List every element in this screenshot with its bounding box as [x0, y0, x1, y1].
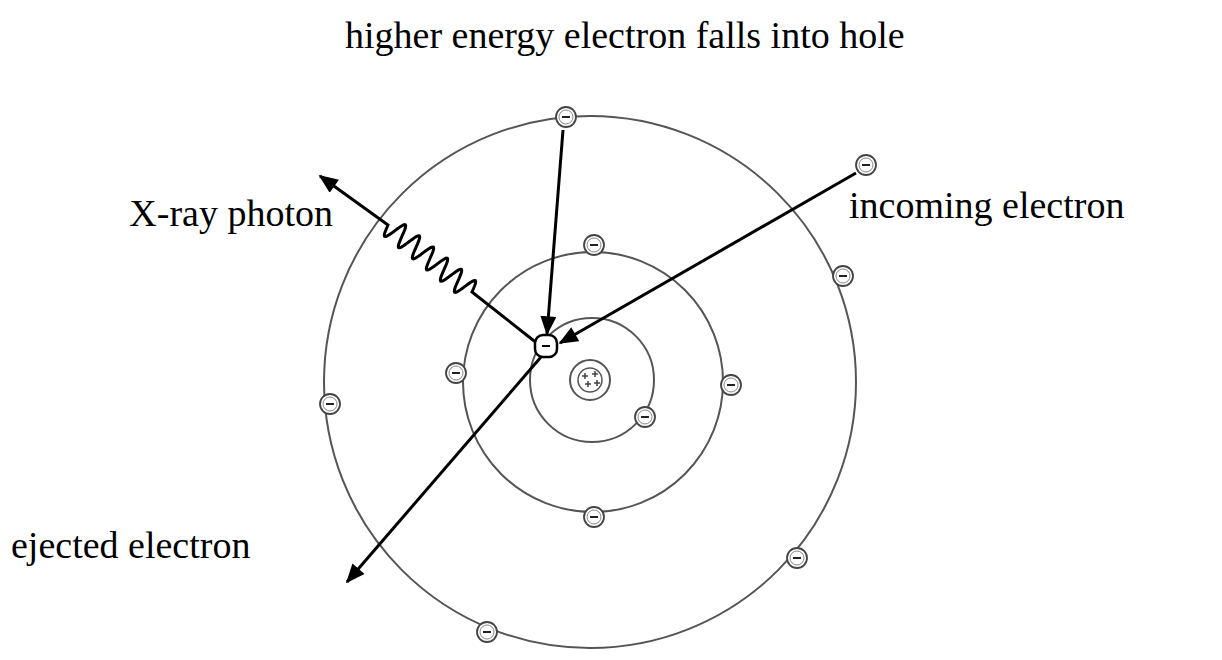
minus-sign — [562, 116, 570, 118]
electron-ring — [724, 378, 738, 392]
electron-ring — [587, 510, 601, 524]
electron-ring — [480, 625, 494, 639]
hole-outline — [535, 335, 557, 357]
electron-ring — [790, 551, 804, 565]
plus-sign — [585, 381, 591, 387]
nucleus — [570, 360, 610, 400]
annotation-label: ejected electron — [8, 524, 253, 568]
electron — [833, 266, 853, 286]
electron-circle — [584, 235, 604, 255]
electron-ring — [638, 410, 652, 424]
electron-ring — [836, 269, 850, 283]
minus-sign — [590, 244, 598, 246]
electron — [856, 155, 876, 175]
nucleus-core — [578, 368, 602, 392]
electron-circle — [856, 155, 876, 175]
electron — [584, 507, 604, 527]
plus-sign — [594, 380, 600, 386]
minus-sign — [793, 557, 801, 559]
electron — [787, 548, 807, 568]
electron — [446, 363, 466, 383]
electron — [320, 394, 340, 414]
electron — [477, 622, 497, 642]
minus-sign — [590, 516, 598, 518]
electrons — [320, 107, 876, 642]
minus-sign — [452, 372, 460, 374]
ejected-electron-arrow — [347, 357, 541, 582]
electron — [556, 107, 576, 127]
inner-shell — [530, 318, 654, 442]
process-arrows — [320, 130, 856, 582]
incoming-electron-arrow — [560, 173, 856, 343]
electron-circle — [721, 375, 741, 395]
electron-ring — [559, 110, 573, 124]
outer-shell — [324, 116, 856, 648]
electron-circle — [477, 622, 497, 642]
hole-electron — [535, 335, 557, 357]
electron-circle — [320, 394, 340, 414]
electron-shells — [324, 116, 856, 648]
electron-circle — [584, 507, 604, 527]
electron — [721, 375, 741, 395]
electron-ring — [449, 366, 463, 380]
minus-sign — [839, 275, 847, 277]
photon-wave — [320, 176, 538, 344]
electron — [635, 407, 655, 427]
minus-sign — [483, 631, 491, 633]
annotation-label: higher energy electron falls into hole — [342, 14, 908, 58]
electron-circle — [446, 363, 466, 383]
minus-sign — [542, 345, 550, 347]
falling-electron-arrow — [547, 130, 563, 334]
electron-ring — [587, 238, 601, 252]
nucleus-outline — [570, 360, 610, 400]
annotation-label: incoming electron — [846, 184, 1127, 228]
plus-sign — [592, 371, 598, 377]
annotation-label: X-ray photon — [126, 192, 336, 236]
minus-sign — [862, 164, 870, 166]
minus-sign — [727, 384, 735, 386]
electron-circle — [635, 407, 655, 427]
middle-shell — [463, 252, 723, 512]
electron-ring — [859, 158, 873, 172]
plus-sign — [582, 373, 588, 379]
minus-sign — [641, 416, 649, 418]
proton-signs — [582, 371, 600, 387]
electron-circle — [833, 266, 853, 286]
electron-circle — [556, 107, 576, 127]
electron — [584, 235, 604, 255]
electron-ring — [323, 397, 337, 411]
electron-circle — [787, 548, 807, 568]
minus-sign — [326, 403, 334, 405]
